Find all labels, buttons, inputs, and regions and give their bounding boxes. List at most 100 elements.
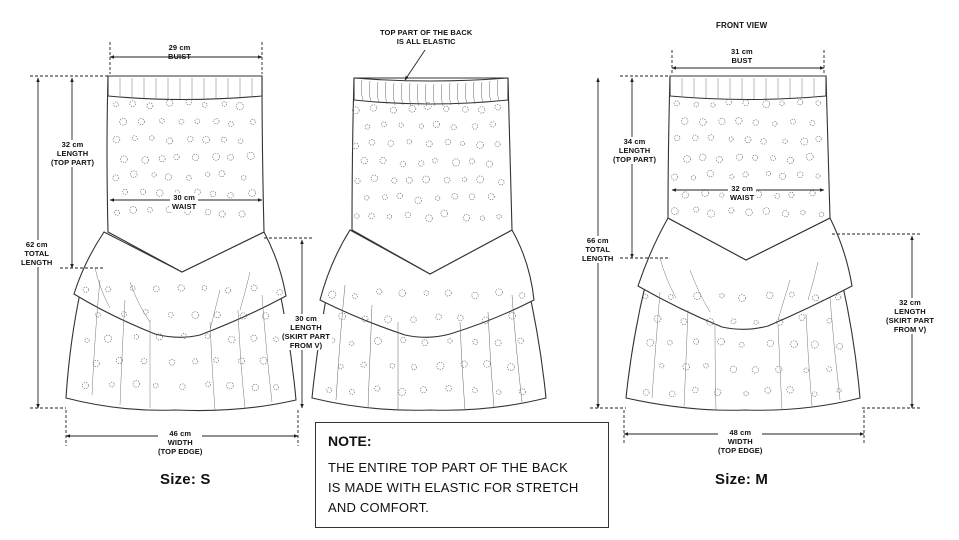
eyelet-motif: [790, 340, 798, 348]
eyelet-motif: [352, 106, 360, 115]
eyelet-motif: [168, 359, 176, 366]
note-box: NOTE: THE ENTIRE TOP PART OF THE BACK IS…: [315, 422, 609, 528]
size-s-title: Size: S: [160, 471, 211, 488]
dress-front-size-m: [625, 75, 861, 411]
eyelet-motif: [251, 383, 259, 392]
eyelet-motif: [191, 311, 200, 319]
eyelet-motif: [159, 118, 165, 124]
eyelet-motif: [352, 142, 359, 150]
eyelet-motif: [788, 191, 795, 198]
eyelet-motif: [237, 138, 244, 144]
eyelet-motif: [495, 288, 503, 296]
eyelet-motif: [646, 338, 655, 347]
eyelet-motif: [729, 365, 737, 373]
eyelet-motif: [812, 294, 820, 302]
eyelet-motif: [790, 118, 796, 125]
eyelet-motif: [194, 188, 201, 196]
eyelet-motif: [209, 190, 217, 198]
eyelet-motif: [447, 338, 453, 344]
eyelet-motif: [352, 293, 358, 299]
eyelet-motif: [227, 192, 234, 199]
eyelet-motif: [668, 390, 676, 398]
eyelet-motif: [507, 363, 515, 371]
eyelet-embroidery-pattern: [81, 98, 843, 398]
eyelet-motif: [517, 337, 524, 344]
eyelet-motif: [81, 382, 89, 389]
eyelet-motif: [730, 318, 737, 325]
eyelet-motif: [836, 342, 843, 350]
eyelet-motif: [725, 99, 732, 106]
eyelet-motif: [703, 362, 709, 369]
eyelet-motif: [444, 289, 452, 297]
eyelet-motif: [204, 333, 211, 339]
eyelet-motif: [764, 386, 772, 394]
eyelet-motif: [776, 318, 784, 326]
eyelet-motif: [122, 188, 128, 195]
eyelet-motif: [84, 337, 90, 343]
eyelet-motif: [382, 194, 388, 201]
eyelet-motif: [165, 99, 174, 107]
eyelet-motif: [451, 193, 459, 200]
eyelet-motif: [719, 292, 725, 299]
eyelet-motif: [706, 170, 714, 178]
eyelet-motif: [121, 311, 127, 318]
eyelet-motif: [129, 285, 136, 292]
eyelet-motif: [642, 389, 650, 396]
eyelet-motif: [762, 207, 770, 215]
eyelet-motif: [105, 286, 112, 293]
eyelet-motif: [205, 171, 211, 177]
eyelet-motif: [452, 158, 461, 167]
dress-front-size-s: [65, 75, 297, 412]
eyelet-motif: [753, 319, 759, 325]
eyelet-motif: [194, 118, 200, 124]
eyelet-motif: [390, 106, 397, 114]
eyelet-motif: [329, 337, 336, 344]
eyelet-motif: [751, 366, 759, 374]
eyelet-motif: [213, 311, 221, 319]
eyelet-motif: [752, 119, 759, 126]
eyelet-motif: [815, 135, 822, 143]
eyelet-motif: [360, 157, 368, 165]
eyelet-motif: [374, 337, 382, 345]
eyelet-motif: [707, 209, 716, 218]
eyelet-motif: [462, 106, 469, 113]
eyelet-motif: [435, 313, 442, 320]
eyelet-motif: [109, 381, 115, 388]
eyelet-motif: [422, 175, 430, 184]
note-title: NOTE:: [328, 433, 372, 449]
eyelet-motif: [471, 123, 479, 130]
eyelet-motif: [489, 121, 496, 128]
eyelet-motif: [765, 291, 774, 300]
eyelet-motif: [774, 193, 781, 199]
eyelet-motif: [718, 117, 726, 125]
eyelet-motif: [349, 389, 355, 395]
eyelet-motif: [354, 213, 360, 219]
eyelet-motif: [775, 365, 783, 374]
eyelet-motif: [496, 389, 502, 395]
eyelet-motif: [133, 334, 140, 340]
eyelet-motif: [410, 364, 417, 371]
eyelet-motif: [349, 340, 355, 347]
eyelet-motif: [360, 361, 367, 368]
eyelet-motif: [405, 176, 413, 184]
eyelet-motif: [815, 100, 821, 106]
eyelet-motif: [693, 292, 702, 300]
eyelet-motif: [810, 340, 819, 349]
eyelet-motif: [259, 356, 268, 365]
eyelet-motif: [728, 136, 734, 142]
eyelet-motif: [809, 190, 816, 197]
eyelet-motif: [494, 339, 502, 347]
eyelet-motif: [228, 335, 236, 344]
eyelet-motif: [192, 358, 199, 365]
eyelet-motif: [728, 207, 735, 214]
eyelet-motif: [797, 99, 804, 106]
eyelet-motif: [683, 155, 691, 163]
eyelet-motif: [139, 188, 146, 195]
eyelet-motif: [129, 100, 136, 107]
eyelet-motif: [185, 98, 193, 106]
eyelet-motif: [744, 136, 752, 144]
eyelet-motif: [131, 135, 138, 142]
eyelet-motif: [425, 214, 433, 223]
eyelet-motif: [692, 338, 700, 345]
eyelet-motif: [717, 337, 725, 346]
